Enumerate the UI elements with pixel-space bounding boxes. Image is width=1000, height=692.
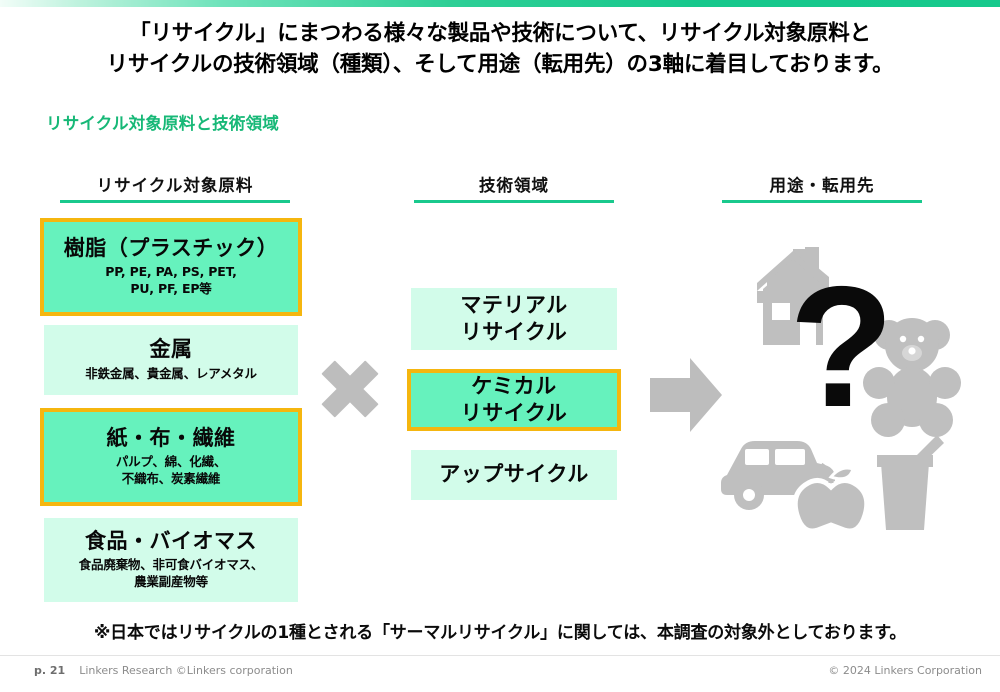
column-header-technology-label: 技術領域 [479,176,549,195]
section-heading: リサイクル対象原料と技術領域 [46,114,279,133]
footer-divider [0,655,1000,656]
teddy-bear-icon [863,318,961,437]
headline-line-1: 「リサイクル」にまつわる様々な製品や技術について、リサイクル対象原料と [129,21,871,46]
material-card-metal[interactable]: 金属 非鉄金属、貴金属、レアメタル [44,325,298,395]
material-card-food-biomass[interactable]: 食品・バイオマス 食品廃棄物、非可食バイオマス、農業副産物等 [44,518,298,602]
question-mark: ? [789,251,895,443]
material-card-resin[interactable]: 樹脂（プラスチック） PP, PE, PA, PS, PET,PU, PF, E… [40,218,302,316]
material-card-subtitle: PP, PE, PA, PS, PET,PU, PF, EP等 [105,264,237,297]
material-card-title: 樹脂（プラスチック） [63,236,279,261]
column-header-materials: リサイクル対象原料 [60,172,290,203]
material-card-subtitle: パルプ、綿、化繊、不織布、炭素繊維 [115,454,227,487]
house-icon [757,247,829,345]
headline-line-2: リサイクルの技術領域（種類）、そして用途（転用先）の3軸に着目しております。 [106,52,894,78]
drink-cup-icon [877,435,944,530]
column-header-use: 用途・転用先 [722,172,922,203]
material-card-title: 金属 [149,337,193,362]
material-card-subtitle: 食品廃棄物、非可食バイオマス、農業副産物等 [78,557,264,590]
top-accent-bar [0,0,1000,7]
column-header-underline [722,200,922,203]
column-header-materials-label: リサイクル対象原料 [96,176,254,195]
material-card-paper-cloth-fiber[interactable]: 紙・布・繊維 パルプ、綿、化繊、不織布、炭素繊維 [40,408,302,506]
page-number: p. 21 [34,664,66,677]
technology-card-title: アップサイクル [439,462,589,487]
column-header-underline [414,200,614,203]
technology-card-material-recycling[interactable]: マテリアルリサイクル [411,288,617,350]
right-arrow-icon [650,358,722,432]
footer-source: Linkers Research ©Linkers corporation [79,664,293,677]
column-header-underline [60,200,290,203]
page-title: 「リサイクル」にまつわる様々な製品や技術について、リサイクル対象原料と リサイク… [0,18,1000,80]
material-card-subtitle: 非鉄金属、貴金属、レアメタル [85,365,257,381]
technology-card-chemical-recycling[interactable]: ケミカルリサイクル [407,369,621,431]
multiply-x-icon [320,359,380,419]
footer-left: p. 21 Linkers Research ©Linkers corporat… [34,664,293,677]
material-card-title: 紙・布・繊維 [106,426,236,451]
footnote: ※日本ではリサイクルの1種とされる「サーマルリサイクル」に関しては、本調査の対象… [93,623,907,643]
material-card-title: 食品・バイオマス [85,529,257,554]
column-header-technology: 技術領域 [414,172,614,203]
technology-card-title: ケミカルリサイクル [460,374,568,425]
column-header-use-label: 用途・転用先 [769,176,875,195]
technology-card-upcycle[interactable]: アップサイクル [411,450,617,500]
footer-copyright: © 2024 Linkers Corporation [828,664,982,677]
use-case-illustration: ? [705,225,990,534]
technology-card-title: マテリアルリサイクル [460,293,568,344]
